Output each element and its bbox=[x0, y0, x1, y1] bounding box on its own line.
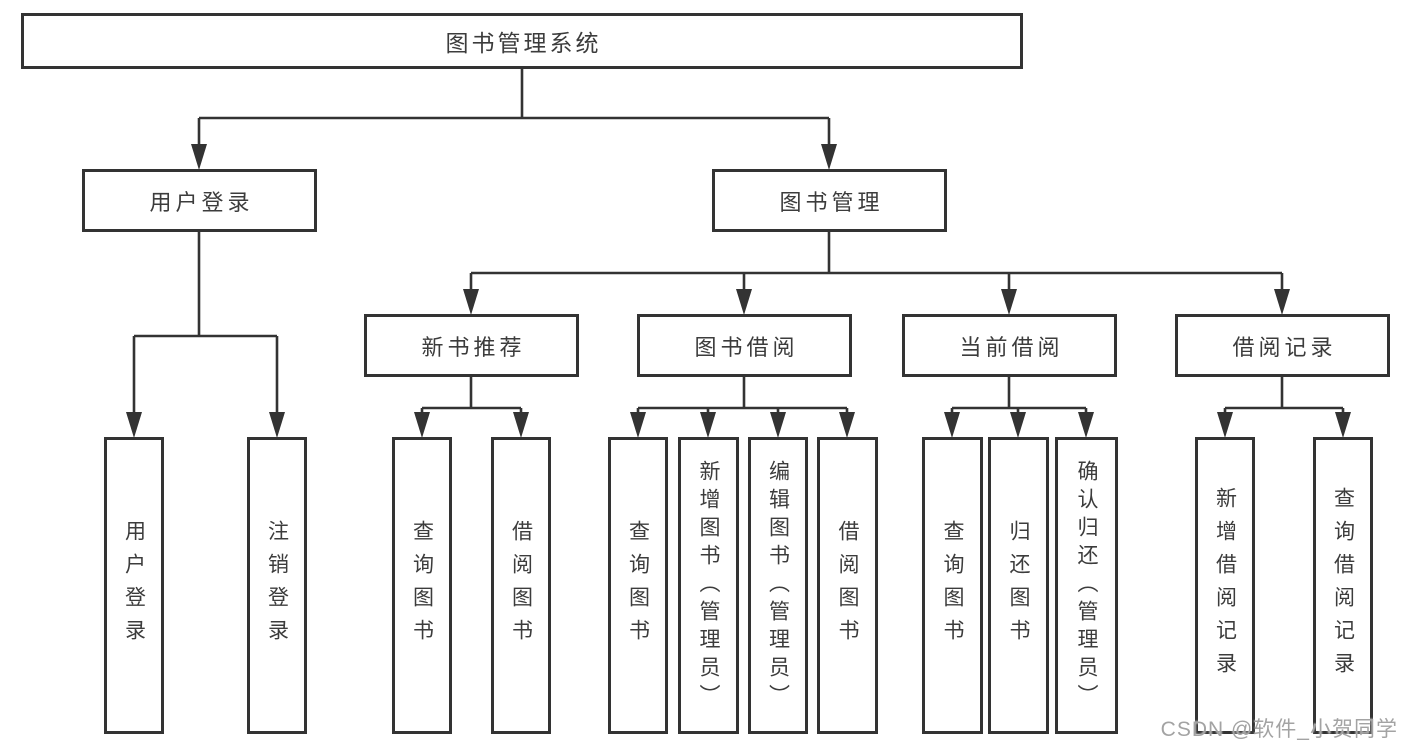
node-new-book-recommend: 新书推荐 bbox=[364, 314, 579, 377]
leaf-query-books-borrow: 查询图书 bbox=[608, 437, 668, 734]
leaf-add-borrow-record-label: 新增借阅记录 bbox=[1213, 486, 1237, 685]
leaf-query-borrow-record: 查询借阅记录 bbox=[1313, 437, 1373, 734]
node-user-login: 用户登录 bbox=[82, 169, 317, 232]
node-book-management-label: 图书管理 bbox=[779, 189, 884, 215]
leaf-query-books-recommend: 查询图书 bbox=[392, 437, 452, 734]
leaf-return-books-label: 归还图书 bbox=[1007, 519, 1030, 652]
leaf-confirm-return-admin-label: 确认归还（管理员） bbox=[1075, 459, 1098, 712]
leaf-query-books-current: 查询图书 bbox=[922, 437, 983, 734]
leaf-logout-label: 注销登录 bbox=[265, 519, 289, 652]
node-book-borrow: 图书借阅 bbox=[637, 314, 852, 377]
node-root: 图书管理系统 bbox=[21, 13, 1023, 69]
node-current-borrow: 当前借阅 bbox=[902, 314, 1117, 377]
leaf-borrow-books-recommend: 借阅图书 bbox=[491, 437, 551, 734]
watermark: CSDN @软件_小贺同学 bbox=[1160, 718, 1398, 741]
node-root-label: 图书管理系统 bbox=[445, 30, 602, 56]
node-current-borrow-label: 当前借阅 bbox=[959, 334, 1064, 360]
leaf-query-borrow-record-label: 查询借阅记录 bbox=[1331, 486, 1355, 685]
node-book-management: 图书管理 bbox=[712, 169, 947, 232]
leaf-add-books-admin: 新增图书（管理员） bbox=[678, 437, 739, 734]
leaf-borrow-books-recommend-label: 借阅图书 bbox=[509, 519, 533, 652]
leaf-user-login-label: 用户登录 bbox=[122, 519, 146, 652]
leaf-user-login: 用户登录 bbox=[104, 437, 164, 734]
leaf-query-books-current-label: 查询图书 bbox=[941, 519, 964, 652]
leaf-query-books-recommend-label: 查询图书 bbox=[410, 519, 434, 652]
leaf-edit-books-admin-label: 编辑图书（管理员） bbox=[766, 459, 790, 712]
leaf-return-books: 归还图书 bbox=[988, 437, 1049, 734]
leaf-query-books-borrow-label: 查询图书 bbox=[626, 519, 650, 652]
leaf-add-borrow-record: 新增借阅记录 bbox=[1195, 437, 1255, 734]
node-borrow-records-label: 借阅记录 bbox=[1232, 334, 1337, 360]
node-borrow-records: 借阅记录 bbox=[1175, 314, 1390, 377]
node-book-borrow-label: 图书借阅 bbox=[694, 334, 799, 360]
leaf-edit-books-admin: 编辑图书（管理员） bbox=[748, 437, 808, 734]
leaf-confirm-return-admin: 确认归还（管理员） bbox=[1055, 437, 1118, 734]
leaf-logout: 注销登录 bbox=[247, 437, 307, 734]
leaf-add-books-admin-label: 新增图书（管理员） bbox=[697, 459, 720, 712]
node-user-login-label: 用户登录 bbox=[149, 189, 254, 215]
node-new-book-recommend-label: 新书推荐 bbox=[421, 334, 526, 360]
leaf-borrow-books-borrow: 借阅图书 bbox=[817, 437, 878, 734]
leaf-borrow-books-borrow-label: 借阅图书 bbox=[836, 519, 859, 652]
